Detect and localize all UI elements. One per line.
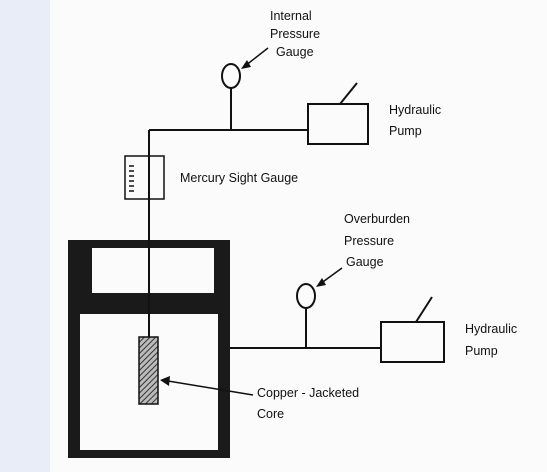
overburden-pressure-line — [230, 307, 381, 349]
internal-gauge-pointer-arrow — [241, 47, 269, 69]
overburden-pressure-gauge-icon — [296, 283, 316, 309]
hydraulic-pump-top-label: Hydraulic Pump — [389, 103, 445, 138]
hydraulic-pump-top — [307, 82, 369, 145]
core-pointer-arrow — [160, 376, 254, 396]
hydraulic-pump-bottom — [380, 296, 445, 363]
copper-jacketed-core — [138, 336, 159, 405]
internal-gauge-label: Internal Pressure Gauge — [270, 9, 324, 59]
overburden-gauge-label: Overburden Pressure Gauge — [344, 212, 414, 269]
vessel-upper-chamber — [92, 248, 214, 293]
internal-pressure-gauge-icon — [221, 63, 241, 89]
core-label: Copper - Jacketed Core — [257, 386, 363, 421]
overburden-gauge-pointer-arrow — [316, 267, 343, 287]
mercury-sight-gauge — [124, 155, 165, 200]
hydraulic-pump-bottom-label: Hydraulic Pump — [465, 322, 521, 358]
mercury-sight-gauge-label: Mercury Sight Gauge — [180, 171, 298, 185]
